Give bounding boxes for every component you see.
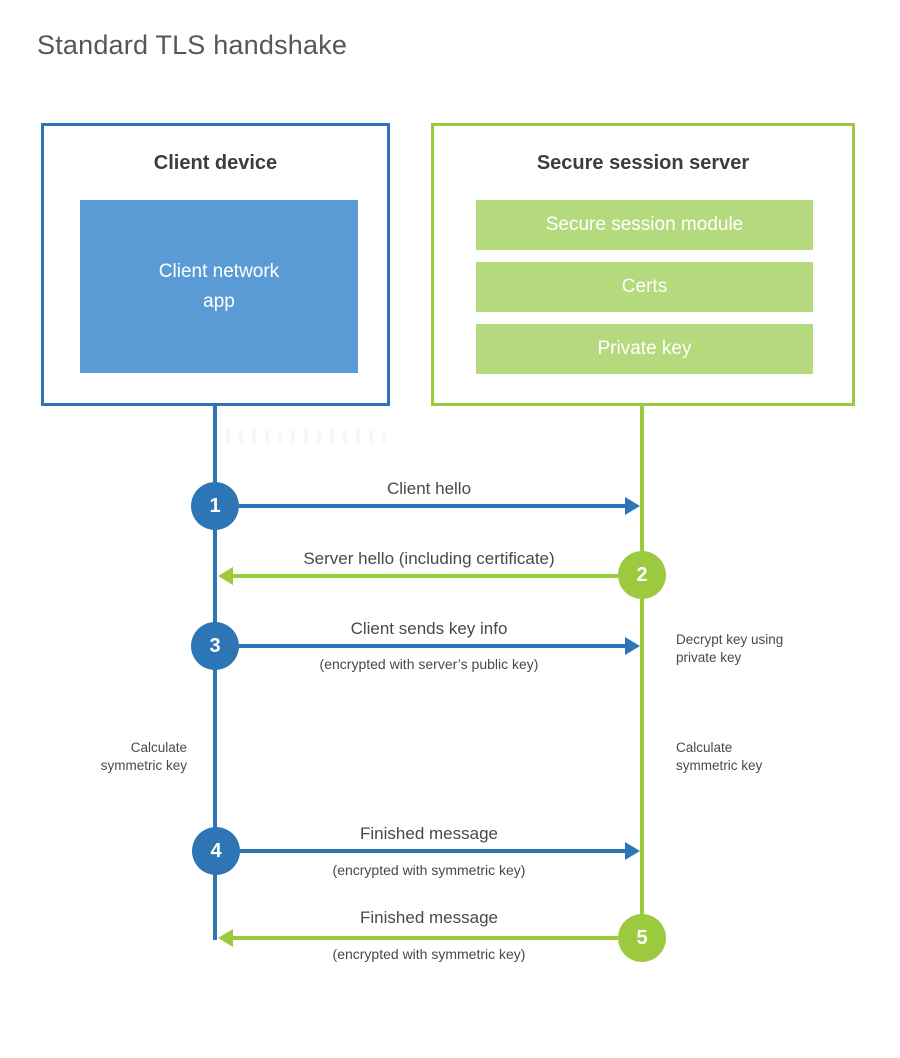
step-circle-3: 3 — [191, 622, 239, 670]
step-sublabel-3: (encrypted with server’s public key) — [319, 656, 539, 672]
step-sublabel-5: (encrypted with symmetric key) — [332, 946, 526, 962]
arrowhead-right-icon — [625, 637, 640, 655]
arrow-finished-client — [240, 849, 626, 853]
client-lifeline — [213, 406, 217, 940]
step-sublabel-4: (encrypted with symmetric key) — [332, 862, 526, 878]
step-label-3: Client sends key info — [350, 619, 508, 638]
server-module-certs: Certs — [476, 262, 813, 312]
note-calculate-symmetric-key-server: Calculate symmetric key — [676, 740, 763, 773]
server-heading: Secure session server — [536, 152, 750, 174]
step-label-2: Server hello (including certificate) — [303, 549, 555, 568]
arrowhead-right-icon — [625, 842, 640, 860]
page-title: Standard TLS handshake — [37, 30, 348, 60]
step-label-1: Client hello — [386, 479, 472, 498]
client-network-app-rect: Client network app — [80, 200, 358, 373]
note-calculate-symmetric-key-client: Calculate symmetric key — [100, 740, 187, 773]
arrow-client-key-info — [239, 644, 626, 648]
client-device-box: Client device Client network app — [41, 123, 390, 406]
arrow-finished-server — [233, 936, 618, 940]
step-circle-4: 4 — [192, 827, 240, 875]
step-label-5: Finished message — [360, 908, 498, 927]
server-lifeline — [640, 406, 644, 938]
arrowhead-left-icon — [218, 929, 233, 947]
note-decrypt-key: Decrypt key using private key — [676, 632, 784, 665]
step-circle-2: 2 — [618, 551, 666, 599]
server-module-private-key: Private key — [476, 324, 813, 374]
step-circle-1: 1 — [191, 482, 239, 530]
step-circle-5: 5 — [618, 914, 666, 962]
server-module-secure-session: Secure session module — [476, 200, 813, 250]
arrowhead-right-icon — [625, 497, 640, 515]
arrow-client-hello — [239, 504, 626, 508]
client-device-heading: Client device — [153, 152, 278, 174]
step-label-4: Finished message — [360, 824, 498, 843]
ghost-dashes-artifact — [226, 430, 386, 443]
arrow-server-hello — [233, 574, 618, 578]
arrowhead-left-icon — [218, 567, 233, 585]
secure-session-server-box: Secure session server Secure session mod… — [431, 123, 855, 406]
